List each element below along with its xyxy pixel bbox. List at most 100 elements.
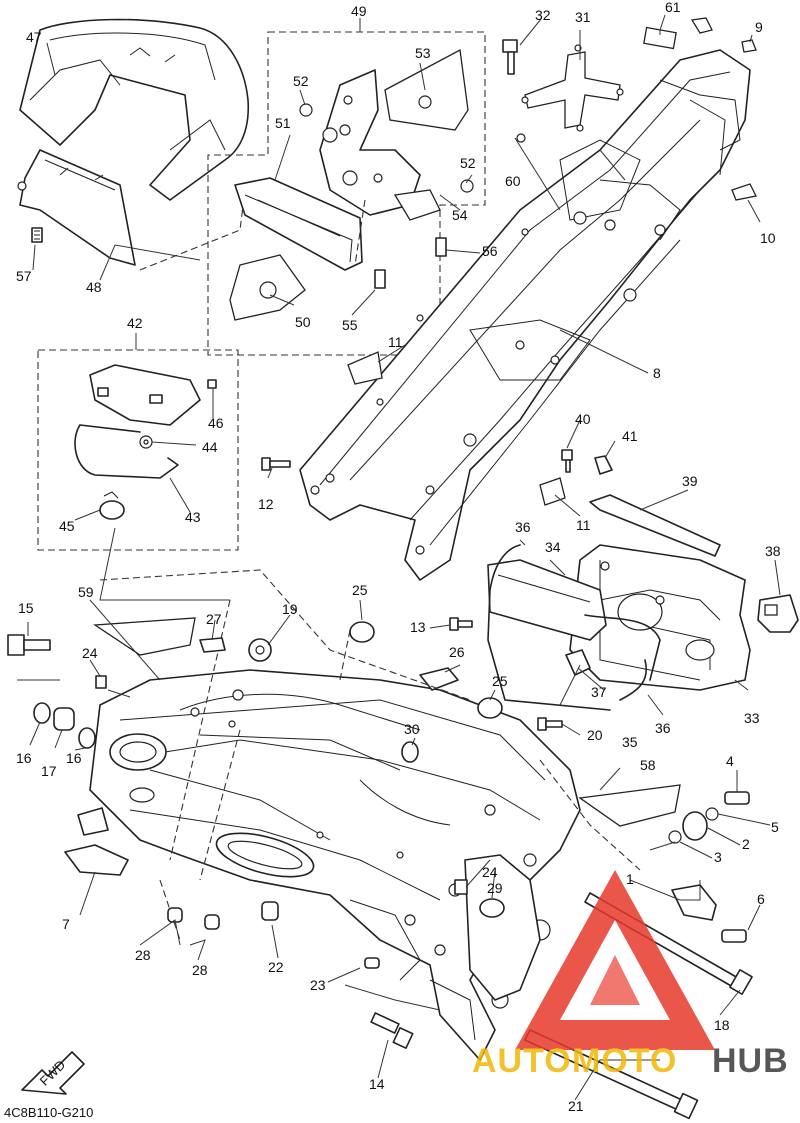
rubber-band-36b [619,659,647,701]
connector-38 [757,594,799,633]
callout-50: 50 [295,314,311,330]
collar-24b [454,879,468,895]
bushing-2 [682,811,708,841]
callout-25a: 25 [352,582,368,598]
callout-labels: 47 48 57 49 52 53 51 52 54 56 50 55 32 3… [4,0,781,1120]
callout-56: 56 [482,243,498,259]
callout-11a: 11 [388,334,403,350]
bushing-16a [33,702,51,724]
watermark-logo: AUTO MOTO HUB [472,870,789,1080]
callout-13: 13 [410,619,426,635]
callout-41: 41 [622,428,638,444]
rear-subframe [261,17,757,581]
collar-17 [53,707,75,731]
collar-24a [95,675,107,689]
bracket-1 [671,884,717,921]
callout-10: 10 [760,230,776,246]
label-11b [539,477,566,506]
bolt-14 [370,1012,414,1050]
callout-60: 60 [505,173,521,189]
callout-27: 27 [206,611,222,627]
main-frame-7 [89,669,581,1061]
washer-3 [668,830,682,844]
callout-36a: 36 [515,519,531,535]
seat-cowl [19,18,250,201]
callout-52b: 52 [460,155,476,171]
callout-11b: 11 [576,517,591,533]
callout-57: 57 [16,268,32,284]
callout-36b: 36 [655,720,671,736]
bolt-23 [364,957,380,969]
callout-16b: 16 [66,750,82,766]
callout-28a: 28 [135,947,151,963]
callout-35: 35 [622,734,638,750]
callout-12: 12 [258,496,274,512]
callout-51: 51 [275,115,291,131]
callout-24b: 24 [482,864,498,880]
seat-cowl-bracket [19,149,136,266]
callout-24a: 24 [82,645,98,661]
callout-8: 8 [653,365,661,381]
bushing-16b [78,727,96,749]
label-11a [347,351,383,385]
callout-54: 54 [452,207,468,223]
callout-7: 7 [62,916,70,932]
callout-53: 53 [415,45,431,61]
washer-5 [705,807,719,821]
callout-32: 32 [535,7,551,23]
tail-bracket-group [207,18,486,356]
main-frame [64,599,581,1061]
callout-18: 18 [714,1017,730,1033]
callout-42: 42 [127,315,143,331]
callout-15: 15 [18,600,34,616]
callout-61: 61 [665,0,681,15]
bolt-32 [502,39,518,75]
watermark-word-auto: AUTO [472,1042,572,1080]
forward-arrow-icon: FWD [21,1051,85,1095]
callout-5: 5 [771,819,779,835]
plate-26 [419,667,459,691]
cap-30 [401,741,419,763]
battery-strap-34 [487,559,607,641]
callout-30: 30 [404,721,420,737]
nut-22 [261,901,279,921]
callout-17: 17 [41,763,57,779]
callout-1: 1 [626,871,634,887]
callout-48: 48 [86,279,102,295]
callout-37: 37 [591,684,607,700]
callout-52a: 52 [293,73,309,89]
nut-28b [204,914,220,930]
callout-20: 20 [587,727,603,743]
callout-21: 21 [568,1098,584,1114]
callout-23: 23 [310,977,326,993]
battery-holder-group [37,333,239,551]
callout-58: 58 [640,757,656,773]
clip-45 [99,491,125,520]
clamp-37 [565,649,591,676]
cap-29 [479,898,505,918]
callout-44: 44 [202,439,218,455]
clip-27 [199,637,226,653]
callout-38: 38 [765,543,781,559]
callout-22: 22 [268,959,284,975]
callout-4: 4 [726,753,734,769]
callout-34: 34 [545,539,561,555]
callout-9: 9 [755,19,763,35]
callout-2: 2 [742,836,750,852]
callout-33: 33 [744,710,760,726]
watermark-word-hub: HUB [712,1042,789,1080]
cap-25b [477,697,503,719]
bolt-4 [724,791,750,805]
callout-49: 49 [351,3,367,19]
callout-39: 39 [682,473,698,489]
screw-57 [31,227,43,243]
battery-band-43 [74,424,179,479]
battery-band-holder [89,364,201,426]
callout-14: 14 [369,1076,385,1092]
watermark-triangle-icon [515,870,715,1050]
callout-25b: 25 [492,673,508,689]
callout-29: 29 [487,880,503,896]
pad-9 [690,17,713,34]
label-61 [643,26,677,50]
cover-53 [384,48,469,131]
